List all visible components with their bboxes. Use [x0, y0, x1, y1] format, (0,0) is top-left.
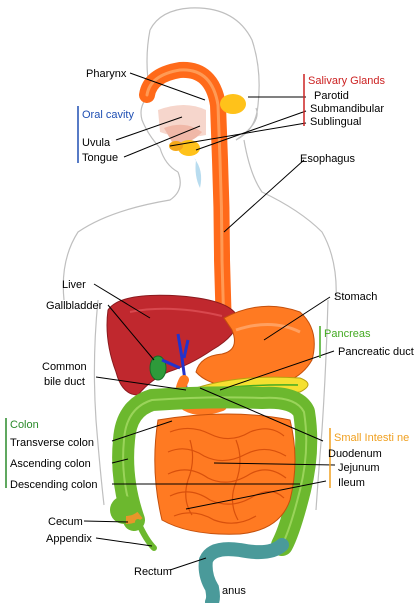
liver [106, 294, 239, 396]
esophagus [139, 61, 232, 338]
label-jejunum: Jejunum [338, 462, 380, 474]
label-colon: Colon [10, 419, 39, 431]
body-outline [62, 7, 337, 511]
label-appendix: Appendix [46, 533, 92, 545]
label-cecum: Cecum [48, 516, 83, 528]
label-oral-cavity: Oral cavity [82, 109, 134, 121]
label-esophagus: Esophagus [300, 153, 356, 165]
label-rectum: Rectum [134, 566, 172, 578]
rectum [198, 538, 289, 603]
label-submandibular: Submandibular [310, 103, 384, 115]
group-brackets [5, 74, 331, 488]
label-stomach: Stomach [334, 291, 377, 303]
colon [110, 386, 318, 556]
label-sublingual: Sublingual [310, 116, 361, 128]
label-gallbladder: Gallbladder [46, 300, 103, 312]
label-bile-duct: bile duct [44, 376, 85, 388]
gallbladder [149, 355, 167, 381]
label-pancreatic-duct: Pancreatic duct [338, 346, 414, 358]
label-transverse-colon: Transverse colon [10, 437, 94, 449]
label-tongue: Tongue [82, 152, 118, 164]
label-descending-colon: Descending colon [10, 479, 97, 491]
leader-lines [83, 72, 336, 571]
label-parotid: Parotid [314, 90, 349, 102]
label-uvula: Uvula [82, 137, 111, 149]
label-pancreas: Pancreas [324, 328, 371, 340]
oral-cavity [158, 105, 206, 188]
parotid-gland [220, 94, 246, 114]
label-anus: anus [222, 585, 246, 597]
label-common: Common [42, 361, 87, 373]
sublingual-gland [169, 141, 183, 151]
label-ascending-colon: Ascending colon [10, 458, 91, 470]
label-ileum: Ileum [338, 477, 365, 489]
small-intestine [154, 413, 296, 535]
appendix [135, 519, 157, 551]
label-small-intestine: Small Intesti ne [334, 432, 409, 444]
label-salivary-glands: Salivary Glands [308, 75, 386, 87]
label-liver: Liver [62, 279, 86, 291]
label-duodenum: Duodenum [328, 448, 382, 460]
label-pharynx: Pharynx [86, 68, 127, 80]
